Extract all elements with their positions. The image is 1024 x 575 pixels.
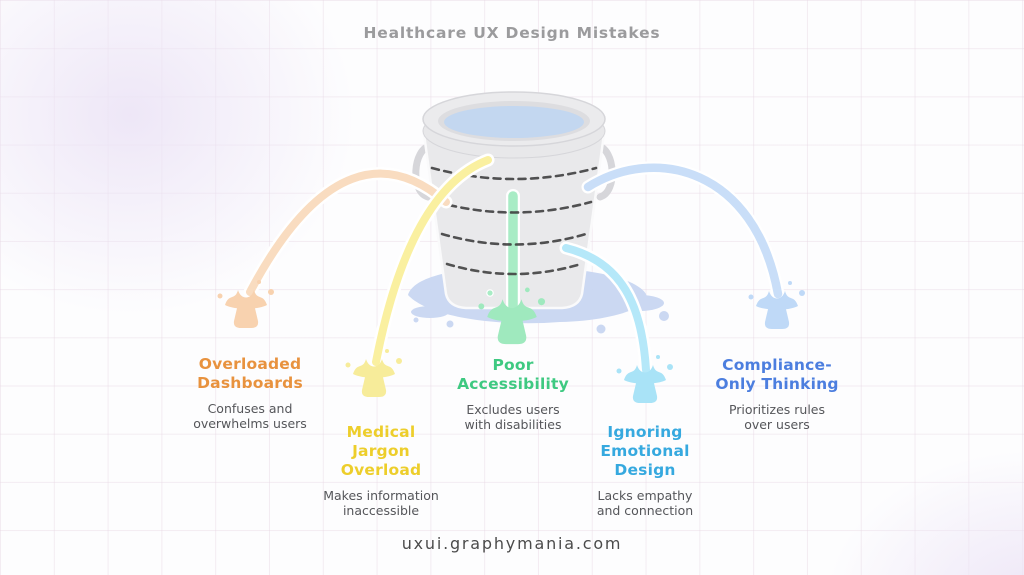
stream-overloaded-dashboards [246, 169, 450, 296]
website-url: uxui.graphymania.com [401, 534, 623, 553]
dashed-leak-line-1 [430, 166, 598, 181]
mistake-title: Poor Accessibility [457, 356, 569, 393]
page-title: Healthcare UX Design Mistakes [363, 24, 661, 42]
dashed-leak-line-3 [440, 232, 588, 246]
mistake-item-overloaded-dashboards: Overloaded Dashboards Confuses and overw… [170, 355, 330, 431]
stream-compliance-only [583, 163, 783, 299]
mistake-description: Prioritizes rules over users [728, 402, 826, 432]
mistake-item-medical-jargon: Medical Jargon Overload Makes informatio… [301, 423, 461, 518]
water-surface [444, 106, 584, 138]
mistake-description: Makes information inaccessible [323, 488, 439, 518]
stream-ignoring-emotional-design [562, 244, 650, 374]
mistake-item-compliance-only: Compliance-Only Thinking Prioritizes rul… [697, 356, 857, 432]
mistake-title: Overloaded Dashboards [197, 355, 303, 392]
mistake-item-ignoring-emotional-design: Ignoring Emotional Design Lacks empathy … [565, 423, 725, 518]
mistake-title: Medical Jargon Overload [340, 423, 422, 479]
stream-medical-jargon [372, 156, 492, 366]
mistake-description: Confuses and overwhelms users [193, 401, 307, 431]
mistake-item-poor-accessibility: Poor Accessibility Excludes users with d… [433, 356, 593, 432]
leak-level-lines [430, 166, 598, 276]
mistake-title: Ignoring Emotional Design [600, 423, 690, 479]
leak-hole [486, 289, 494, 297]
mistake-title: Compliance-Only Thinking [715, 356, 839, 393]
dashed-leak-line-2 [435, 200, 593, 214]
dashed-leak-line-4 [445, 262, 583, 276]
mistake-description: Excludes users with disabilities [464, 402, 562, 432]
mistake-description: Lacks empathy and connection [596, 488, 694, 518]
